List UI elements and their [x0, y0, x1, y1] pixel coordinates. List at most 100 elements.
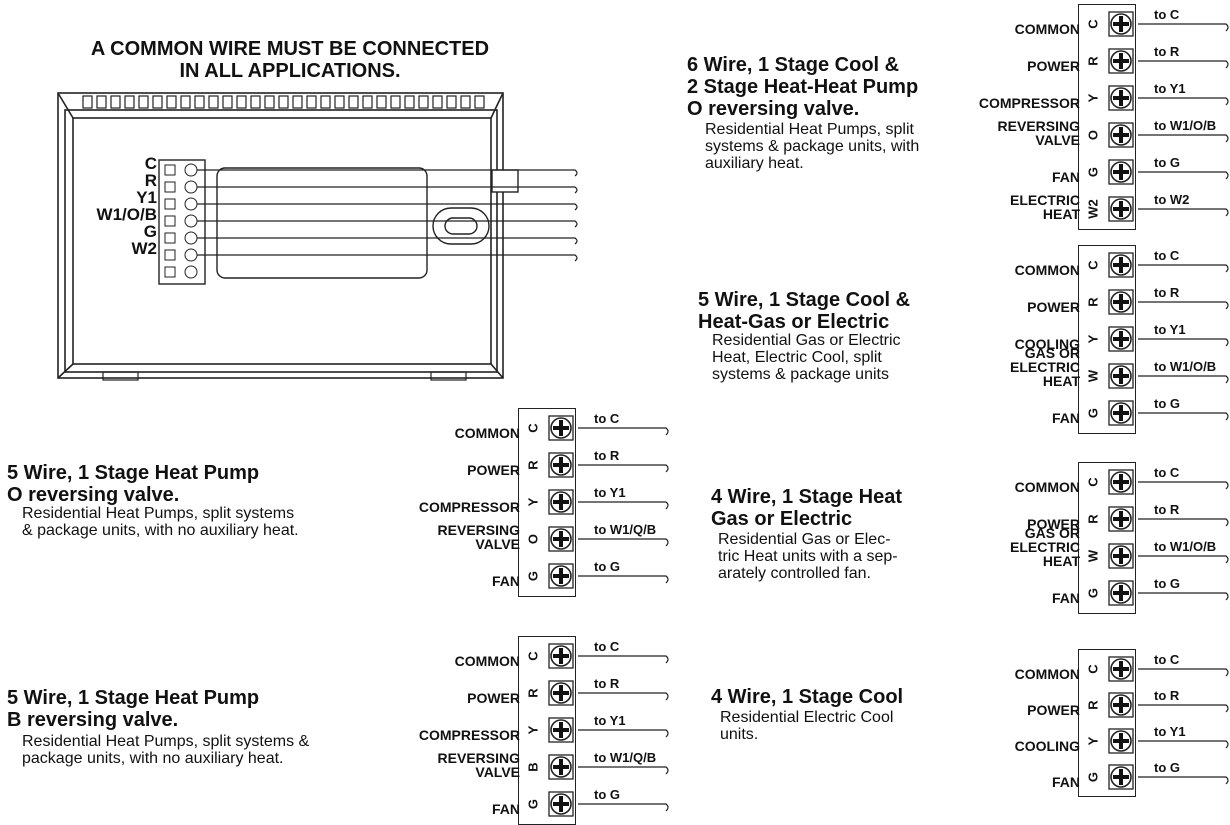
terminal-code-text: Y: [525, 725, 541, 735]
terminal-function-label: FAN: [492, 573, 520, 589]
wire-lead: [1138, 171, 1229, 180]
wallplate-terminal-screw: [184, 231, 198, 245]
wire-lead: [1138, 23, 1229, 32]
terminal-code-text: W2: [1085, 199, 1101, 219]
screw-terminal-icon: [1108, 764, 1134, 790]
screw-terminal-icon: [1108, 469, 1134, 495]
wire-destination: to C: [1154, 248, 1180, 263]
terminal-code: C: [520, 410, 546, 446]
screw-terminal-icon: [548, 526, 574, 552]
screw-terminal-icon: [1108, 289, 1134, 315]
diagram-description: Residential Heat Pumps, split systems & …: [705, 121, 920, 172]
wire-lead: [1138, 97, 1229, 106]
screw-terminal-icon: [1108, 580, 1134, 606]
terminal-code-text: G: [1085, 166, 1101, 178]
terminal-code-text: G: [1085, 771, 1101, 783]
wire-lead: [578, 538, 669, 547]
terminal-function-label: FAN: [492, 801, 520, 817]
terminal-function-label: COMPRESSOR: [418, 727, 520, 743]
wallplate-wire: [197, 220, 578, 228]
wire-lead: [1138, 134, 1229, 143]
screw-terminal-icon: [1108, 11, 1134, 37]
terminal-code-text: Y: [1085, 93, 1101, 103]
terminal-function-label: FAN: [1052, 774, 1080, 790]
terminal-code-text: C: [1085, 664, 1101, 674]
wire-destination: to C: [1154, 652, 1180, 667]
wire-lead: [578, 692, 669, 701]
terminal-code-text: C: [1085, 260, 1101, 270]
terminal-block: [1078, 245, 1136, 434]
screw-terminal-icon: [548, 452, 574, 478]
terminal-function-label: COOLING: [1014, 336, 1080, 352]
wire-destination: to W1/Q/B: [594, 750, 657, 765]
screw-terminal-icon: [1108, 692, 1134, 718]
wire-lead: [578, 427, 669, 436]
thermostat-wallplate-illustration: [57, 92, 578, 381]
wire-lead: [1138, 412, 1229, 421]
terminal-code: Y: [1080, 321, 1106, 357]
terminal-code: G: [1080, 395, 1106, 431]
terminal-function-label: COMMON: [454, 425, 520, 441]
terminal-code-text: Y: [525, 497, 541, 507]
wire-destination: to W1/O/B: [1154, 118, 1217, 133]
terminal-code: O: [520, 521, 546, 557]
wallplate-terminal-screw: [184, 214, 198, 228]
wire-destination: to Y1: [594, 713, 626, 728]
terminal-function-label: COMMON: [454, 653, 520, 669]
screw-terminal-icon: [1108, 252, 1134, 278]
screw-terminal-icon: [548, 717, 574, 743]
terminal-code-text: G: [1085, 407, 1101, 419]
terminal-function-label: COMMON: [1014, 666, 1080, 682]
wire-lead: [1138, 740, 1229, 749]
wallplate-terminal-screw: [184, 265, 198, 279]
wire-lead: [1138, 60, 1229, 69]
terminal-code-text: R: [1085, 56, 1101, 66]
terminal-code: Y: [1080, 80, 1106, 116]
wire-destination: to R: [594, 676, 620, 691]
screw-terminal-icon: [548, 415, 574, 441]
wire-lead: [578, 575, 669, 584]
terminal-code: Y: [1080, 723, 1106, 759]
terminal-code-text: B: [525, 762, 541, 772]
terminal-code: R: [1080, 501, 1106, 537]
diagram-description: Residential Heat Pumps, split systems & …: [22, 733, 310, 767]
terminal-function-label: POWER: [1027, 516, 1080, 532]
wallplate-terminal-screw: [184, 197, 198, 211]
wallplate-terminal-label: C: [144, 154, 157, 173]
terminal-function-label: COMPRESSOR: [418, 499, 520, 515]
terminal-code: Y: [520, 484, 546, 520]
terminal-block: [1078, 649, 1136, 797]
wallplate-terminal-label: W2: [131, 239, 158, 258]
terminal-code: G: [1080, 575, 1106, 611]
wire-destination: to R: [594, 448, 620, 463]
terminal-code: R: [1080, 284, 1106, 320]
wire-lead: [1138, 555, 1229, 564]
diagram-title: 6 Wire, 1 Stage Cool & 2 Stage Heat-Heat…: [687, 54, 919, 120]
wire-destination: to R: [1154, 502, 1180, 517]
wallplate-terminal-label: G: [143, 222, 157, 241]
terminal-function-label: GAS OR ELECTRIC HEAT: [1010, 525, 1080, 569]
wallplate-terminal-square: [164, 164, 176, 176]
screw-terminal-icon: [1108, 85, 1134, 111]
terminal-code-text: G: [525, 798, 541, 810]
terminal-code: W: [1080, 358, 1106, 394]
wire-lead: [1138, 704, 1229, 713]
screw-terminal-icon: [1108, 122, 1134, 148]
terminal-code-text: G: [525, 570, 541, 582]
terminal-function-label: COMPRESSOR: [978, 95, 1080, 111]
terminal-block: [1078, 4, 1136, 230]
terminal-block: [1078, 462, 1136, 614]
